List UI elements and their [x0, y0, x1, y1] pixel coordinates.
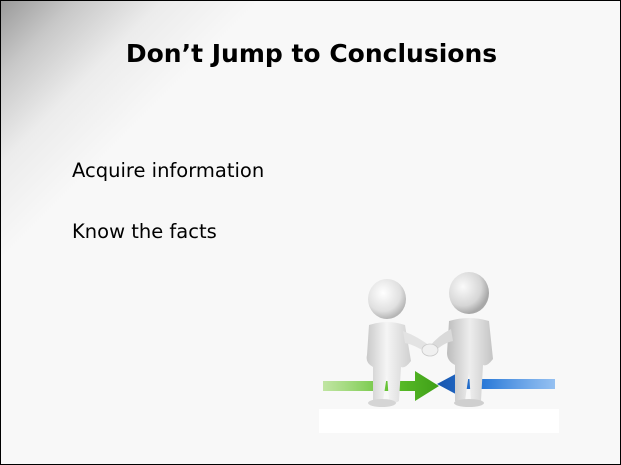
slide-title: Don’t Jump to Conclusions	[125, 39, 498, 68]
bullet-item: Acquire information	[72, 159, 265, 182]
bullet-item: Know the facts	[72, 220, 217, 243]
blue-arrow	[437, 369, 555, 399]
handshake-figures-icon	[319, 272, 559, 433]
left-figure	[366, 279, 431, 407]
